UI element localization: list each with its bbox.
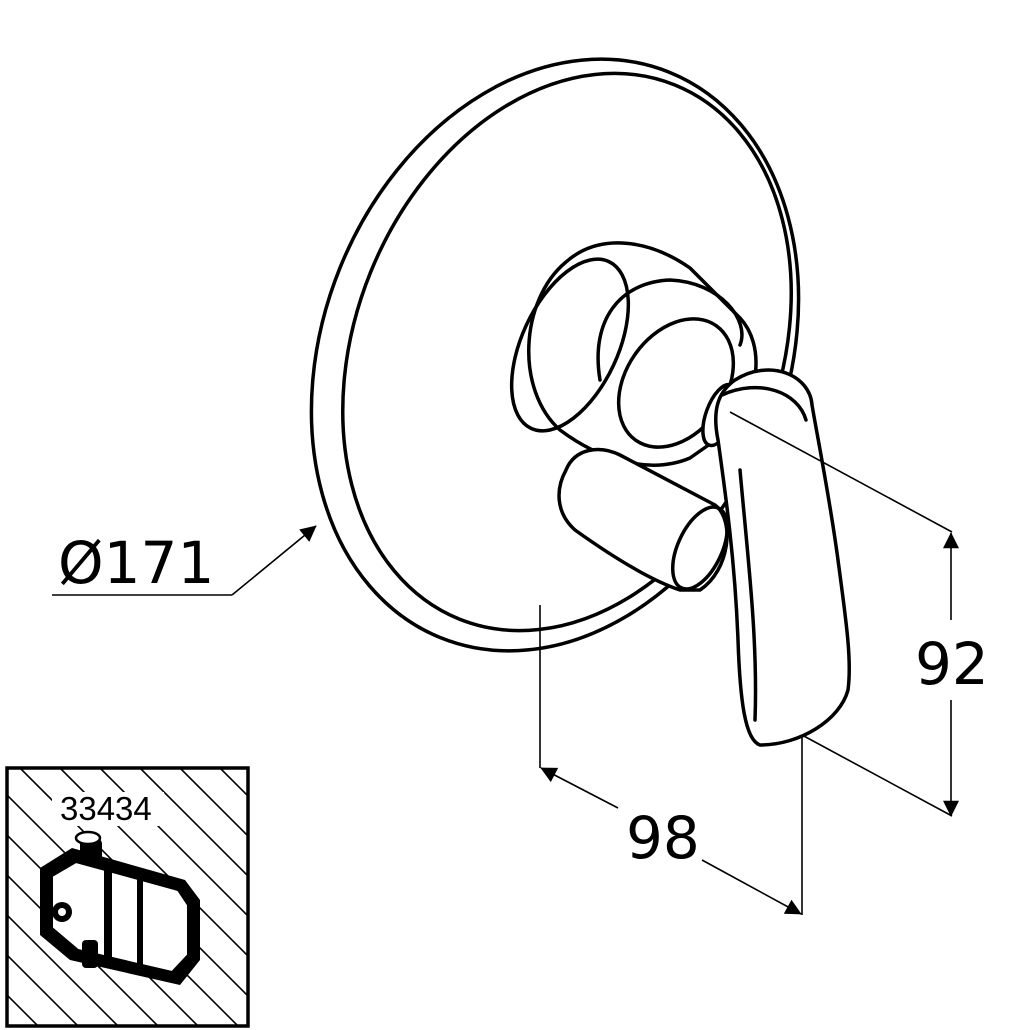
depth-label: 98	[626, 804, 700, 872]
inset-part-number: 33434	[60, 790, 152, 827]
concealed-valve-body	[40, 830, 200, 985]
diameter-dimension: Ø171	[52, 525, 317, 597]
inset-panel: 33434	[5, 766, 250, 1028]
height-dimension: 92	[729, 411, 989, 817]
inset-frame	[5, 766, 250, 1028]
diameter-label: Ø171	[58, 529, 214, 597]
diverter-pin	[557, 447, 730, 592]
depth-dimension: 98	[539, 605, 803, 915]
lever-handle	[701, 368, 851, 747]
height-label: 92	[915, 630, 989, 698]
